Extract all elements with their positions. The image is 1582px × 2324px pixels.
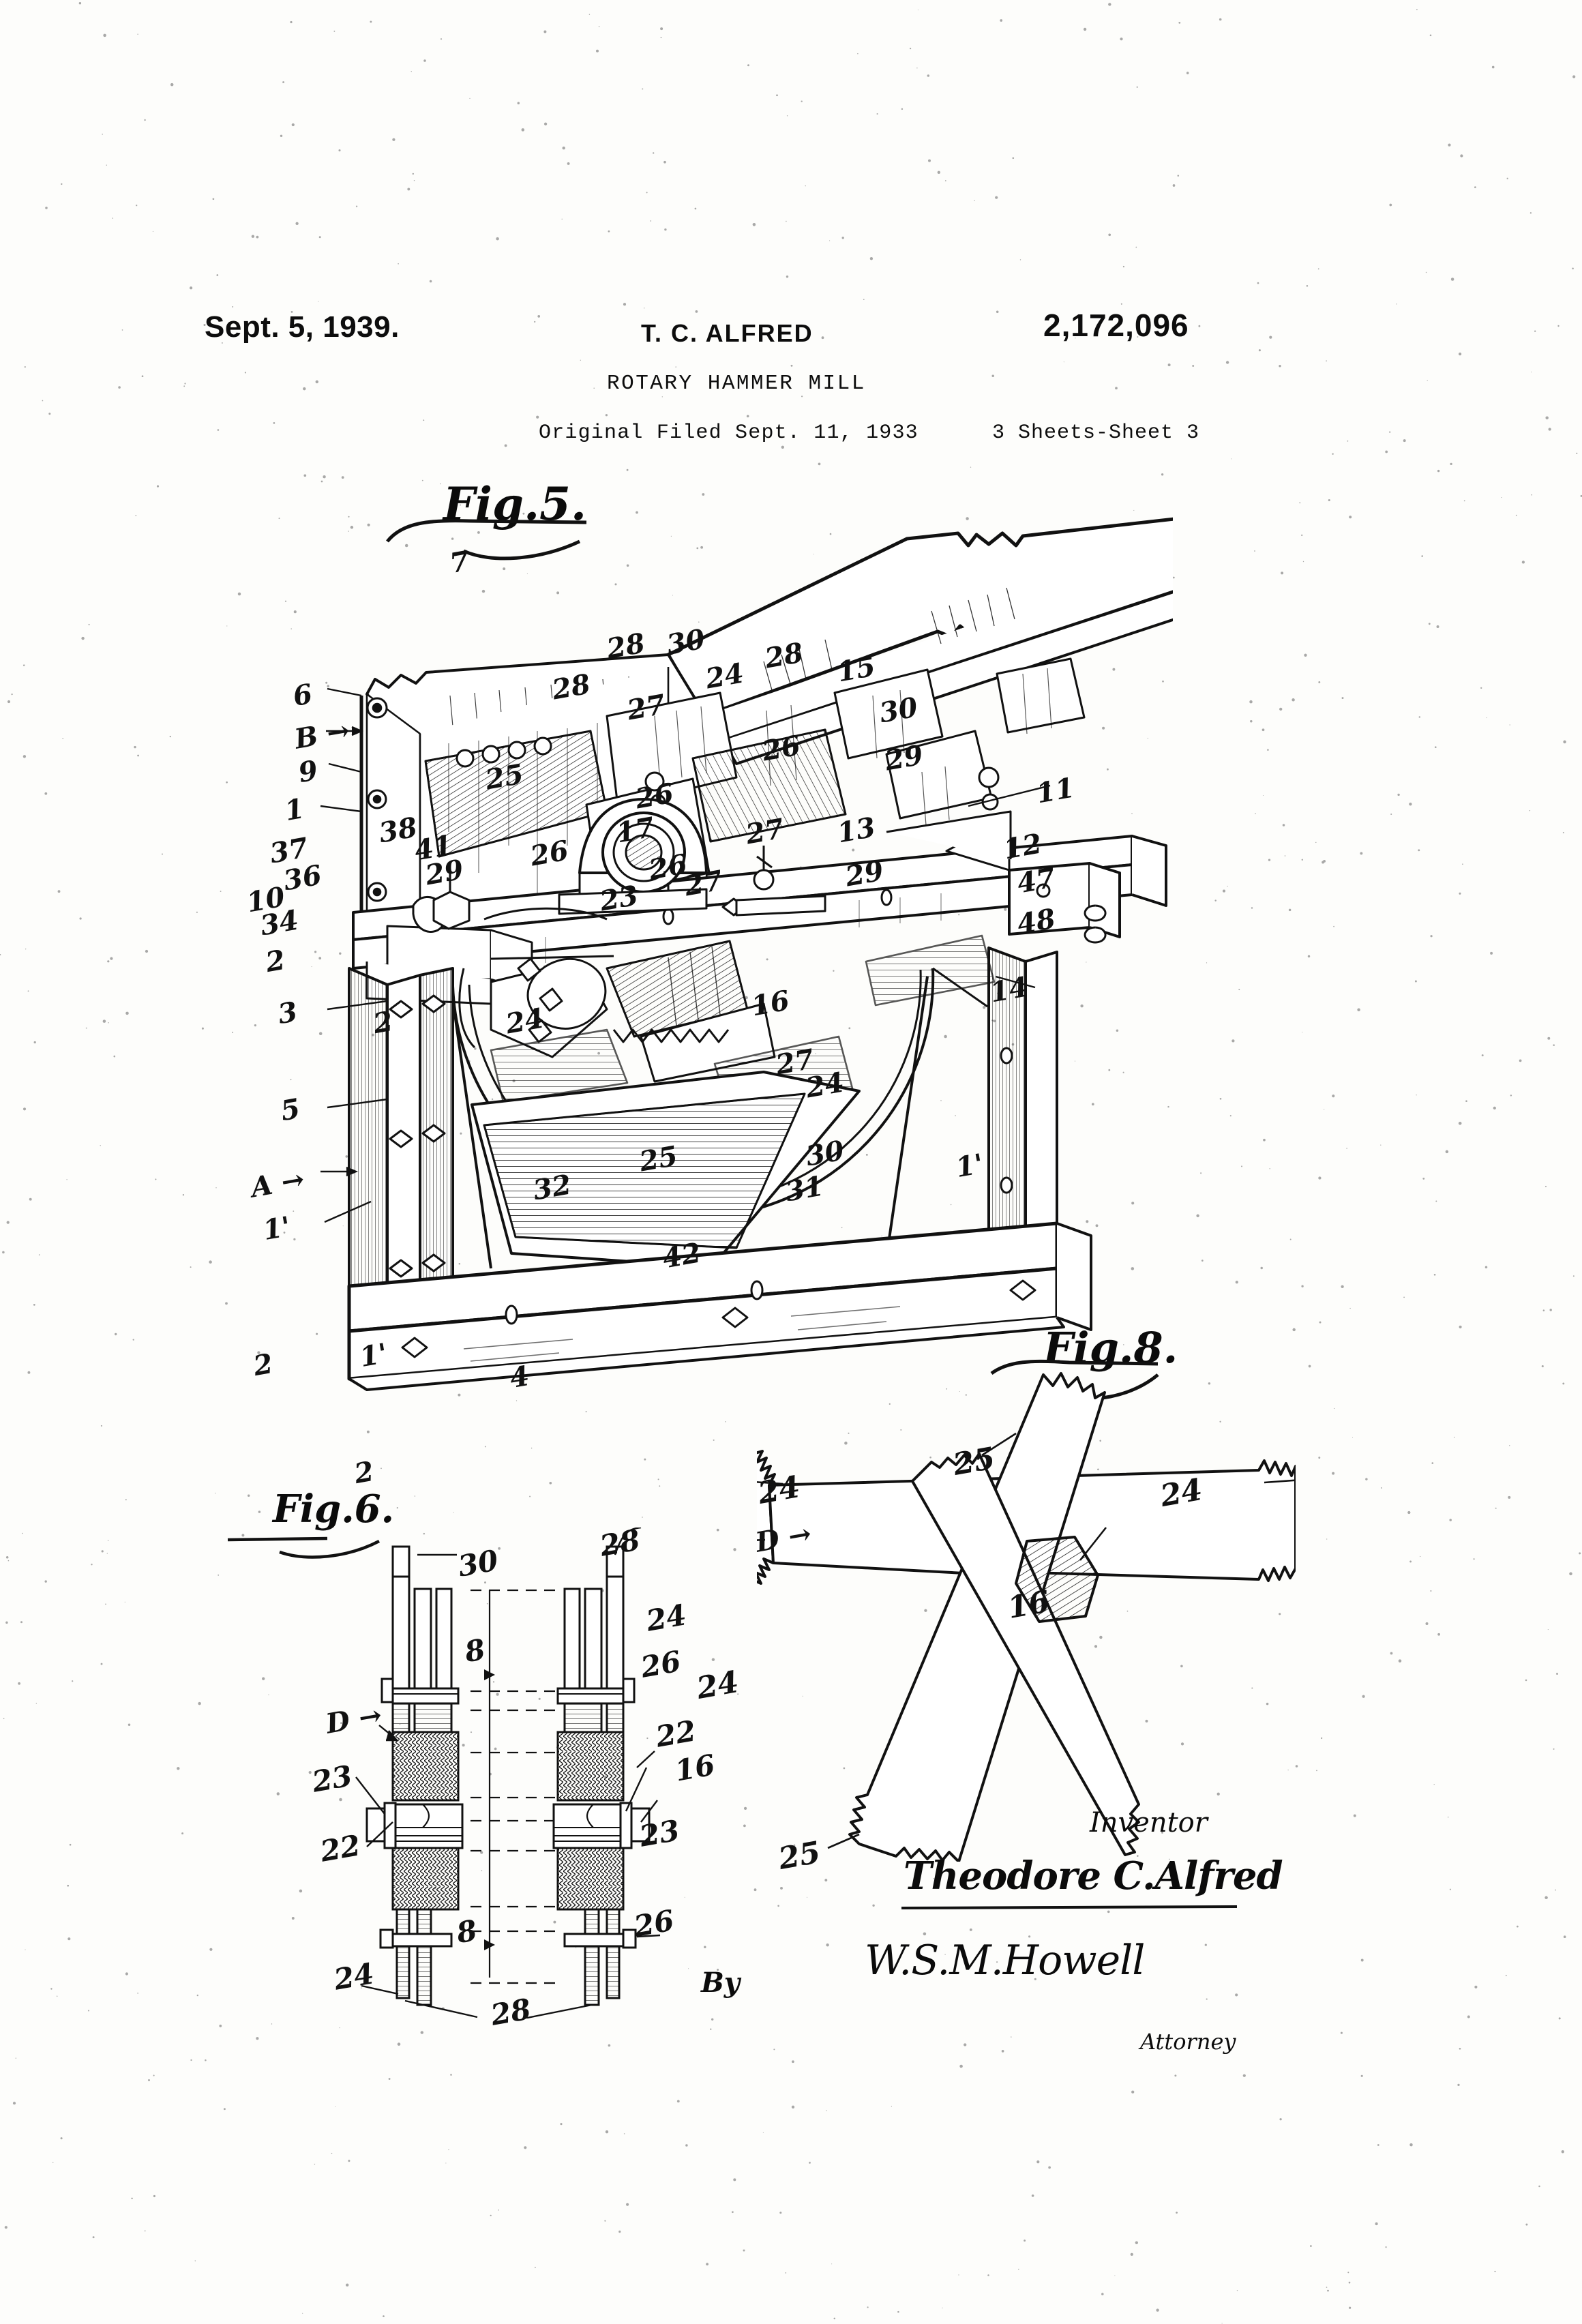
inventor-signature: Theodore C.Alfred	[904, 1853, 1283, 1898]
fig5-ref-47: 47	[1015, 861, 1058, 900]
fig5-ref-24: 24	[803, 1066, 847, 1105]
fig5-drawing	[320, 517, 1173, 1391]
fig6-caption: Fig.6.	[273, 1487, 395, 1532]
inventor-signature-underline	[901, 1905, 1238, 1909]
fig5-ref-13: 13	[835, 811, 878, 850]
fig6-ref-22: 22	[318, 1828, 363, 1868]
fig5-ref-27: 27	[743, 812, 787, 851]
fig5-ref-25: 25	[483, 758, 526, 796]
fig6-ref-30: 30	[456, 1543, 501, 1583]
patent-inventor-name: T. C. ALFRED	[641, 319, 814, 347]
fig6-ref-16: 16	[672, 1748, 718, 1788]
fig5-ref-23: 23	[597, 879, 641, 918]
patent-title: ROTARY HAMMER MILL	[607, 372, 866, 396]
fig6-ref-22: 22	[653, 1714, 699, 1754]
fig5-ref-27: 27	[625, 688, 668, 727]
fig5-ref-16: 16	[749, 984, 792, 1023]
fig8-ref-16: 16	[1004, 1584, 1053, 1626]
fig6-ref-28: 28	[488, 1992, 534, 2032]
fig5-ref-28: 28	[604, 627, 648, 666]
fig5-ref-14: 14	[987, 970, 1031, 1009]
fig5-ref-24: 24	[503, 1002, 547, 1041]
inventor-label: Inventor	[1090, 1807, 1208, 1838]
fig6-ref-26: 26	[638, 1644, 684, 1684]
fig5-ref-26: 26	[528, 834, 571, 873]
fig5-ref-26: 26	[633, 777, 676, 816]
fig5-ref-32: 32	[531, 1168, 574, 1207]
patent-number: 2,172,096	[1043, 308, 1189, 343]
fig5-ref-15: 15	[835, 650, 878, 689]
original-filing-date: Original Filed Sept. 11, 1933	[539, 421, 919, 445]
fig5-ref-28: 28	[762, 636, 806, 675]
fig5-ref-30: 30	[803, 1134, 847, 1173]
fig5-ref-25: 25	[637, 1139, 681, 1178]
fig5-ref-28: 28	[550, 668, 593, 706]
attorney-label: Attorney	[1140, 2029, 1236, 2055]
fig8-ref-24: 24	[693, 1665, 742, 1706]
fig8-ref-25: 25	[950, 1441, 998, 1483]
fig5-ref-17: 17	[614, 811, 657, 850]
fig6-ref-24: 24	[331, 1956, 377, 1997]
fig6-ref-26: 26	[631, 1903, 677, 1943]
fig5-ref-2: 2	[251, 1347, 275, 1383]
fig5-ref-12: 12	[1001, 827, 1045, 866]
fig5-ref-1prime: 1'	[953, 1147, 986, 1185]
fig6-ref-24: 24	[644, 1598, 689, 1638]
fig8-ref-24: 24	[755, 1470, 803, 1511]
attorney-signature: W.S.M.Howell	[865, 1937, 1145, 1984]
fig6-ref-23: 23	[310, 1759, 355, 1799]
fig5-ref-31: 31	[783, 1170, 826, 1208]
fig5-ref-1prime: 1'	[260, 1210, 293, 1247]
fig8-ref-24: 24	[1157, 1472, 1206, 1514]
fig5-ref-27: 27	[682, 864, 726, 903]
fig5-ref-29: 29	[843, 854, 886, 893]
fig5-ref-2: 2	[263, 943, 288, 979]
fig6-ref-23: 23	[637, 1813, 683, 1853]
fig5-ref-1prime: 1'	[357, 1337, 390, 1374]
fig5-ref-48: 48	[1015, 902, 1058, 941]
fig5-caption-flourish	[386, 519, 587, 561]
fig8-ref-25: 25	[775, 1835, 824, 1877]
fig5-ref-34: 34	[258, 904, 301, 942]
fig6-drawing	[355, 1528, 661, 2018]
sheet-count: 3 Sheets-Sheet 3	[992, 421, 1200, 445]
fig5-ref-29: 29	[882, 739, 926, 777]
fig6-caption-flourish	[227, 1536, 380, 1559]
fig5-ref-26: 26	[760, 729, 803, 768]
fig5-ref-30: 30	[664, 623, 708, 661]
patent-date: Sept. 5, 1939.	[205, 310, 400, 344]
fig5-ref-42: 42	[660, 1236, 704, 1275]
fig5-ref-11: 11	[1034, 771, 1077, 810]
fig6-ref-28: 28	[597, 1523, 643, 1563]
by-label: By	[701, 1967, 741, 1999]
fig5-ref-36: 36	[281, 859, 325, 897]
fig5-ref-30: 30	[877, 691, 921, 730]
fig5-ref-24: 24	[703, 657, 747, 696]
fig8-drawing	[757, 1372, 1296, 1862]
fig5-ref-29: 29	[423, 853, 466, 892]
